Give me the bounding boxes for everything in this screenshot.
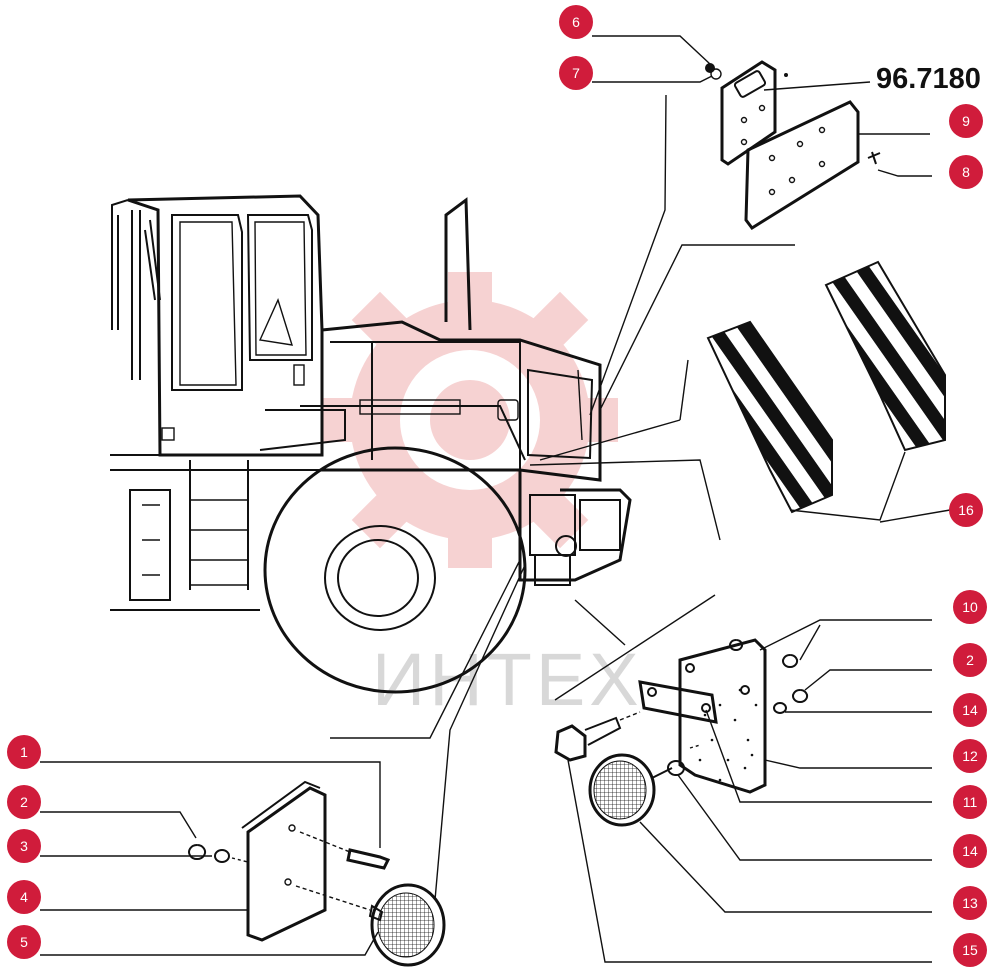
- callout-6: 6: [559, 5, 593, 39]
- callout-14-upper: 14: [953, 693, 987, 727]
- callout-label: 2: [966, 652, 974, 668]
- callout-7: 7: [559, 56, 593, 90]
- callout-15: 15: [953, 933, 987, 967]
- callout-label: 14: [962, 702, 978, 718]
- callout-label: 6: [572, 14, 580, 30]
- callout-1: 1: [7, 735, 41, 769]
- callout-11: 11: [953, 785, 987, 819]
- callout-label: 12: [962, 748, 978, 764]
- callout-label: 5: [20, 934, 28, 950]
- drawing-number: 96.7180: [876, 63, 981, 95]
- callout-label: 15: [962, 942, 978, 958]
- callout-5: 5: [7, 925, 41, 959]
- callout-badges: 6 7 9 8 16 10 2 14: [7, 5, 987, 967]
- callout-label: 8: [962, 164, 970, 180]
- callout-4: 4: [7, 880, 41, 914]
- callout-label: 7: [572, 65, 580, 81]
- callout-12: 12: [953, 739, 987, 773]
- callout-label: 10: [962, 599, 978, 615]
- callout-label: 9: [962, 113, 970, 129]
- callout-13: 13: [953, 886, 987, 920]
- callout-label: 1: [20, 744, 28, 760]
- callout-8: 8: [949, 155, 983, 189]
- callout-label: 14: [962, 843, 978, 859]
- loader-vehicle-drawing: [110, 194, 632, 694]
- callout-9: 9: [949, 104, 983, 138]
- callout-10: 10: [953, 590, 987, 624]
- callout-label: 13: [962, 895, 978, 911]
- plate-bracket-assembly: [705, 60, 930, 231]
- callout-2-right: 2: [953, 643, 987, 677]
- rear-lamp-bracket-assembly: [554, 619, 932, 963]
- callout-16: 16: [949, 493, 983, 527]
- hazard-stripe-plates: [706, 260, 951, 523]
- callout-label: 16: [958, 502, 974, 518]
- callout-3: 3: [7, 829, 41, 863]
- callout-label: 3: [20, 838, 28, 854]
- leader-lines: [330, 94, 795, 901]
- watermark-text: ИНТЕХ: [372, 638, 643, 721]
- callout-label: 11: [963, 794, 978, 810]
- callout-14-lower: 14: [953, 834, 987, 868]
- callout-label: 2: [20, 794, 28, 810]
- callout-2-left: 2: [7, 785, 41, 819]
- side-lamp-assembly: [40, 761, 446, 967]
- callout-label: 4: [20, 889, 28, 905]
- top-leaders: [592, 35, 932, 177]
